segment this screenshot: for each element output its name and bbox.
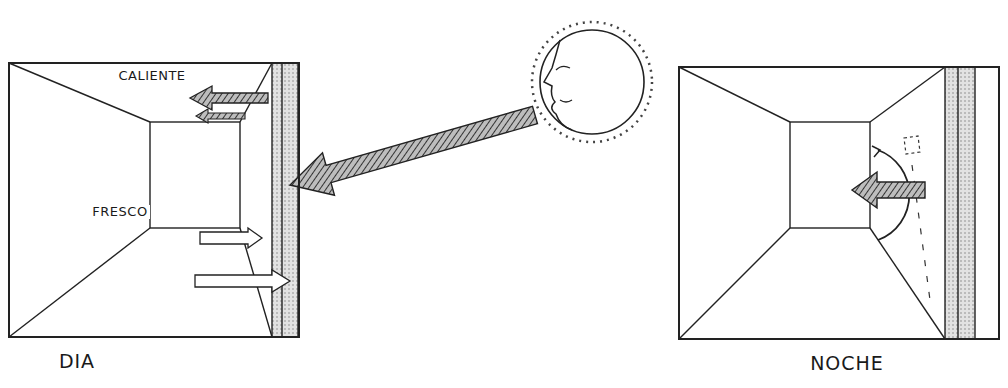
room-caption: DIA [57, 351, 97, 373]
hot-air-arrow [190, 86, 268, 110]
day-room: CALIENTEFRESCODIA [8, 62, 300, 338]
air-label: FRESCO [90, 205, 149, 220]
air-label: CALIENTE [116, 69, 187, 84]
window-outline [904, 136, 920, 154]
room-caption: NOCHE [808, 353, 886, 375]
hot-air-arrow [196, 109, 245, 123]
sunlight-arrow [290, 106, 538, 195]
radiation-tick [872, 146, 880, 157]
cool-air-arrow [195, 270, 290, 292]
night-room: NOCHE [678, 66, 1000, 340]
night-room-perspective [679, 67, 975, 339]
day-room-perspective [9, 63, 298, 337]
cool-air-arrow [200, 228, 262, 248]
sun [532, 22, 652, 142]
heat-release-arrow [852, 172, 925, 208]
